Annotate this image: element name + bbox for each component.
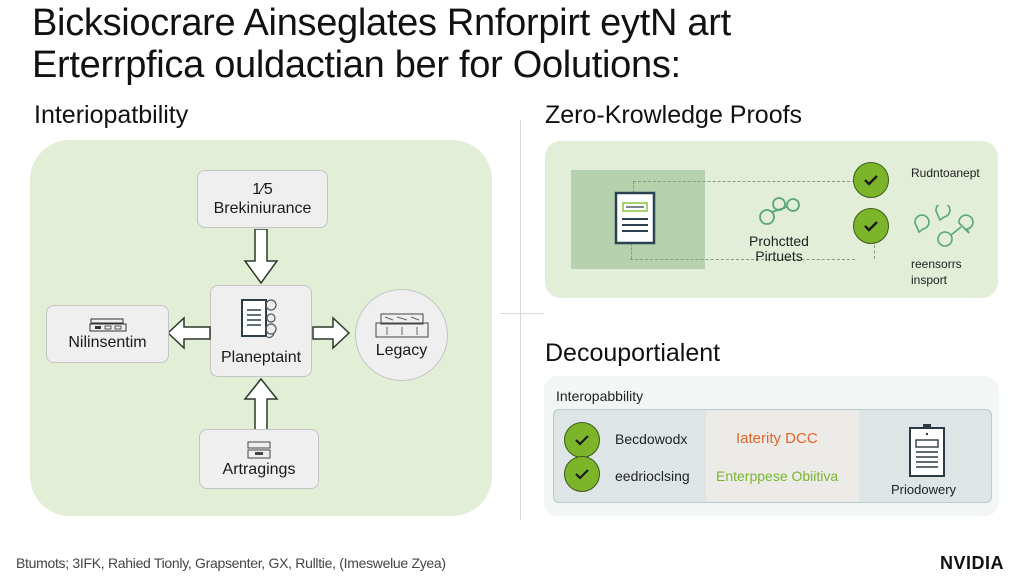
zk-center-label: Prohctted Pirtuets bbox=[732, 232, 826, 266]
sources-footer: Btumots; 3IFK, Rahied Tionly, Grapsenter… bbox=[16, 555, 446, 571]
node-right[interactable]: Legacy bbox=[355, 289, 448, 381]
node-right-label: Legacy bbox=[375, 341, 428, 359]
zk-right-top-label: Rudntoanept bbox=[911, 166, 980, 180]
decoup-heading: Decouportialent bbox=[545, 339, 721, 367]
horizontal-divider bbox=[500, 313, 544, 314]
zk-right-bottom-label-1: reensorrs bbox=[911, 257, 962, 271]
document-network-icon bbox=[241, 298, 277, 338]
zk-connector-top bbox=[633, 181, 855, 182]
zk-right-bottom-label-2: insport bbox=[911, 273, 948, 287]
decoup-right-label: Priodowery bbox=[891, 482, 957, 497]
decoup-check-1 bbox=[564, 422, 600, 458]
node-center[interactable]: Planeptaint bbox=[210, 285, 312, 377]
chat-network-icon bbox=[914, 205, 974, 247]
zk-center-label-1: Prohctted bbox=[749, 233, 809, 249]
zk-check-top bbox=[853, 162, 889, 198]
brand-logo: NVIDIA bbox=[939, 553, 1004, 573]
page-title: Bicksiocrare Ainseglates Rnforpirt eytN … bbox=[32, 2, 731, 86]
zk-connector-bottom bbox=[630, 259, 855, 260]
zk-connector-vright bbox=[874, 245, 875, 259]
decoup-check-2 bbox=[564, 456, 600, 492]
arrow-up bbox=[243, 377, 279, 431]
arrow-down bbox=[243, 229, 279, 285]
vertical-divider bbox=[520, 120, 521, 520]
decoup-middle-top: Iaterity DCC bbox=[736, 430, 818, 447]
sofa-machine-icon bbox=[375, 313, 428, 337]
document-icon bbox=[614, 191, 656, 245]
zk-connector-vbottom bbox=[631, 243, 632, 259]
check-icon bbox=[575, 435, 589, 446]
arrow-right bbox=[312, 316, 351, 350]
clipboard-icon bbox=[909, 424, 945, 477]
server-rack-icon bbox=[89, 318, 126, 331]
interoperability-heading: Interiopatbility bbox=[34, 101, 189, 129]
check-icon bbox=[864, 221, 878, 232]
node-top-number: 1⁄5 bbox=[252, 181, 273, 198]
decoup-middle-column bbox=[706, 410, 859, 502]
server-stack-icon bbox=[247, 441, 271, 458]
zk-check-bottom bbox=[853, 208, 889, 244]
node-center-label: Planeptaint bbox=[220, 348, 302, 366]
title-line-1: Bicksiocrare Ainseglates Rnforpirt eytN … bbox=[32, 2, 731, 44]
zk-connector-vtop bbox=[633, 181, 634, 193]
check-icon bbox=[575, 469, 589, 480]
node-left[interactable]: Nilinsentim bbox=[46, 305, 169, 363]
zk-heading: Zero-Krowledge Proofs bbox=[545, 101, 803, 129]
check-icon bbox=[864, 175, 878, 186]
arrow-left bbox=[166, 316, 211, 350]
node-left-label: Nilinsentim bbox=[68, 333, 147, 351]
decoup-middle-bottom: Enterppese Obiitiva bbox=[716, 468, 839, 484]
decoup-table: Becdowodx eedrioclsing Iaterity DCC Ente… bbox=[553, 409, 992, 503]
node-bottom[interactable]: Artragings bbox=[199, 429, 319, 489]
link-nodes-icon bbox=[759, 197, 800, 225]
decoup-row-1-label: Becdowodx bbox=[615, 431, 688, 447]
node-top[interactable]: 1⁄5 Brekiniurance bbox=[197, 170, 328, 228]
title-line-2: Erterrpfica ouldactian ber for Oolutions… bbox=[32, 44, 681, 86]
decoup-row-2-label: eedrioclsing bbox=[615, 468, 690, 484]
decoup-sublabel: Interopabbility bbox=[556, 388, 644, 404]
zk-right-bottom-label: reensorrs insport bbox=[911, 256, 962, 288]
node-top-label: Brekiniurance bbox=[213, 200, 312, 217]
node-bottom-label: Artragings bbox=[222, 460, 296, 478]
zk-center-label-2: Pirtuets bbox=[755, 248, 803, 264]
